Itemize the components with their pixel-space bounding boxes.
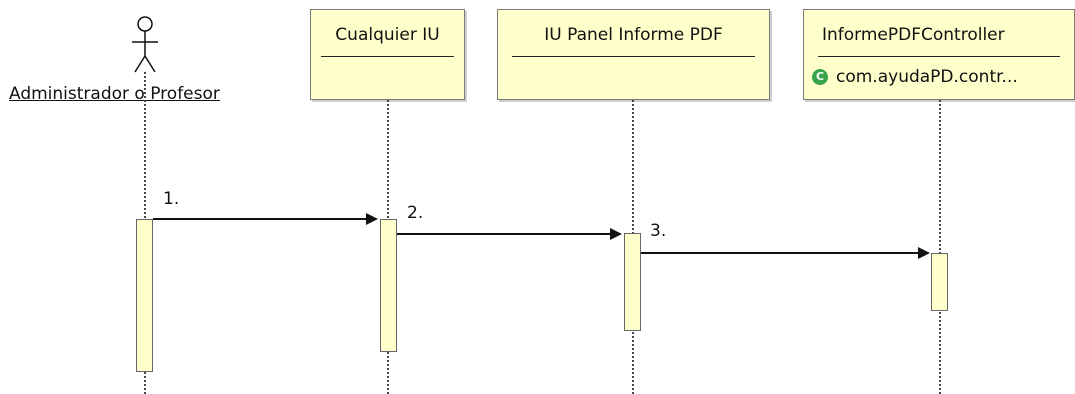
message-label-1: 1.	[163, 189, 180, 209]
lifeline-cualquier-iu: Cualquier IU	[310, 9, 465, 100]
activation-bar-controller	[931, 253, 948, 311]
class-c-icon: C	[812, 69, 828, 85]
message-label-2: 2.	[407, 203, 424, 223]
arrowhead-3	[918, 247, 930, 259]
lifeline-iu-panel-informe-pdf: IU Panel Informe PDF	[497, 9, 770, 100]
lifeline-title: IU Panel Informe PDF	[544, 25, 723, 45]
activation-bar-cualquier-iu	[380, 219, 397, 352]
lifeline-title: Cualquier IU	[335, 25, 440, 45]
arrowhead-1	[366, 213, 378, 225]
lifeline-informepdfcontroller: InformePDFController C com.ayudaPD.contr…	[803, 9, 1075, 100]
message-label-3: 3.	[650, 221, 667, 241]
activation-bar-actor	[136, 219, 153, 372]
message-arrow-1	[153, 218, 368, 220]
title-underline	[818, 56, 1060, 57]
title-underline	[321, 56, 454, 57]
arrowhead-2	[610, 228, 622, 240]
stick-figure-icon	[132, 16, 158, 73]
actor-label: Administrador o Profesor	[9, 84, 220, 104]
title-underline	[512, 56, 755, 57]
package-row: C com.ayudaPD.contr...	[812, 66, 1018, 88]
activation-bar-iu-panel	[624, 233, 641, 331]
message-arrow-2	[397, 233, 612, 235]
package-name: com.ayudaPD.contr...	[836, 67, 1018, 87]
lifeline-title: InformePDFController	[822, 25, 1005, 45]
message-arrow-3	[641, 252, 920, 254]
lifeline-line-3	[939, 100, 941, 394]
